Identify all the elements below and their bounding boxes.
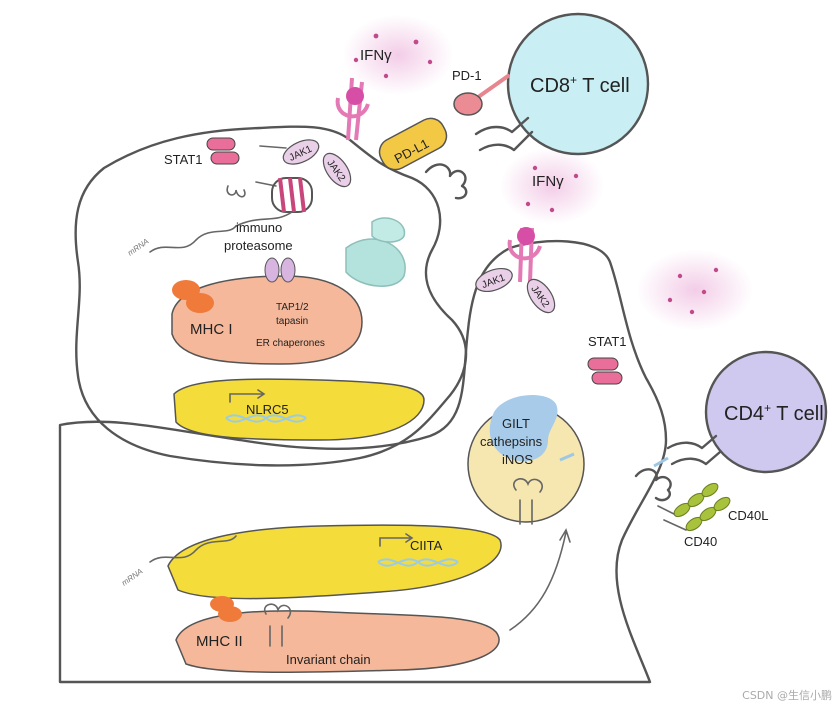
stat1-label-top: STAT1 (164, 152, 203, 167)
golgi-icon (345, 238, 406, 287)
ifng-receptor-icon (507, 227, 542, 283)
cd8-t-cell-label: CD8+ T cell (530, 73, 630, 97)
invariant-chain-icon (263, 603, 292, 647)
cathepsins-label: cathepsins (480, 434, 543, 449)
ubiquitin-icon (226, 185, 246, 198)
mrna-squiggle-icon (149, 225, 237, 253)
er-mhc1 (171, 275, 363, 365)
tap-transporter-icon (264, 257, 296, 283)
arrow-jak-to-stat (259, 145, 287, 149)
cd4-t-cell (704, 350, 828, 474)
er-mhc2 (175, 610, 500, 674)
ifng-receptor-icon (335, 77, 370, 141)
mhc1-label: MHC I (190, 321, 233, 338)
peptide-lysosome (559, 452, 575, 462)
mrna-label: mRNA (120, 567, 144, 588)
cd8-t-cell (506, 12, 650, 156)
tapasin-label: tapasin (276, 316, 308, 327)
dna-helix-icon (225, 414, 307, 423)
immunoproteasome-icon (271, 177, 313, 213)
mhc1-surface (424, 163, 468, 200)
jak2-top-icon (322, 152, 352, 188)
mrna-squiggle-icon (235, 211, 293, 227)
mhc2-label: MHC II (196, 633, 243, 650)
mhc2-molecule-icon (210, 596, 242, 622)
immunoproteasome-label: proteasome (224, 238, 293, 253)
ifng-label-right: IFNγ (532, 173, 564, 190)
ifng-glow-far (637, 250, 753, 330)
arrow-nlrc5-transcription (229, 389, 266, 403)
vesicle-blue (489, 394, 558, 462)
arrow-ciita-transcription (379, 533, 414, 547)
cd40-cd40l-icon (673, 482, 731, 532)
watermark: CSDN @生信小鹏 (742, 689, 832, 702)
pd1-receptor-icon (453, 92, 483, 116)
nucleus-nlrc5 (173, 378, 425, 441)
er-chaperones-label: ER chaperones (256, 338, 325, 349)
golgi-icon (371, 217, 406, 243)
blue-tumor-cell (74, 125, 468, 467)
cd40-label: CD40 (684, 534, 717, 549)
pd1-stalk (472, 74, 510, 102)
jak1-right-icon (475, 267, 513, 293)
arrow-er-to-lysosome (509, 528, 571, 631)
stat1-dimer-icon (587, 357, 623, 385)
cytokine-dots (353, 33, 719, 315)
gilt-label: GILT (502, 416, 530, 431)
mhc1-molecule-icon (172, 280, 214, 313)
tcr-cd4 (666, 434, 722, 466)
peptide-cd4 (653, 456, 669, 468)
jak2-right-icon (526, 278, 556, 314)
nlrc5-label: NLRC5 (246, 402, 289, 417)
dna-helix-icon (377, 558, 459, 567)
tcr-cd8 (474, 116, 534, 152)
inos-label: iNOS (502, 452, 533, 467)
cd4-t-cell-label: CD4+ T cell (724, 401, 824, 425)
mrna-label: mRNA (126, 237, 150, 258)
mhc2-lysosome (513, 478, 543, 525)
invariant-chain-label: Invariant chain (286, 652, 371, 667)
pdl1-ligand-icon (378, 117, 448, 171)
mrna-squiggle-icon (149, 535, 237, 563)
cd40-stalk (657, 505, 687, 531)
stat1-dimer-icon (206, 137, 240, 165)
green-antigen-presenting-cell (58, 240, 668, 684)
tap-label: TAP1/2 (276, 302, 309, 313)
stat1-label-right: STAT1 (588, 334, 627, 349)
pd1-label: PD-1 (452, 68, 482, 83)
jak1-top-icon (282, 139, 320, 165)
cd40l-label: CD40L (728, 508, 768, 523)
immunoproteasome-label: immuno (236, 220, 282, 235)
ifng-label-top: IFNγ (360, 47, 392, 64)
ifng-glow-top (343, 15, 453, 95)
mhc2-surface (634, 468, 672, 502)
ifng-glow-right (500, 148, 604, 224)
ciita-label: CIITA (410, 538, 443, 553)
nucleus-ciita (167, 524, 502, 600)
